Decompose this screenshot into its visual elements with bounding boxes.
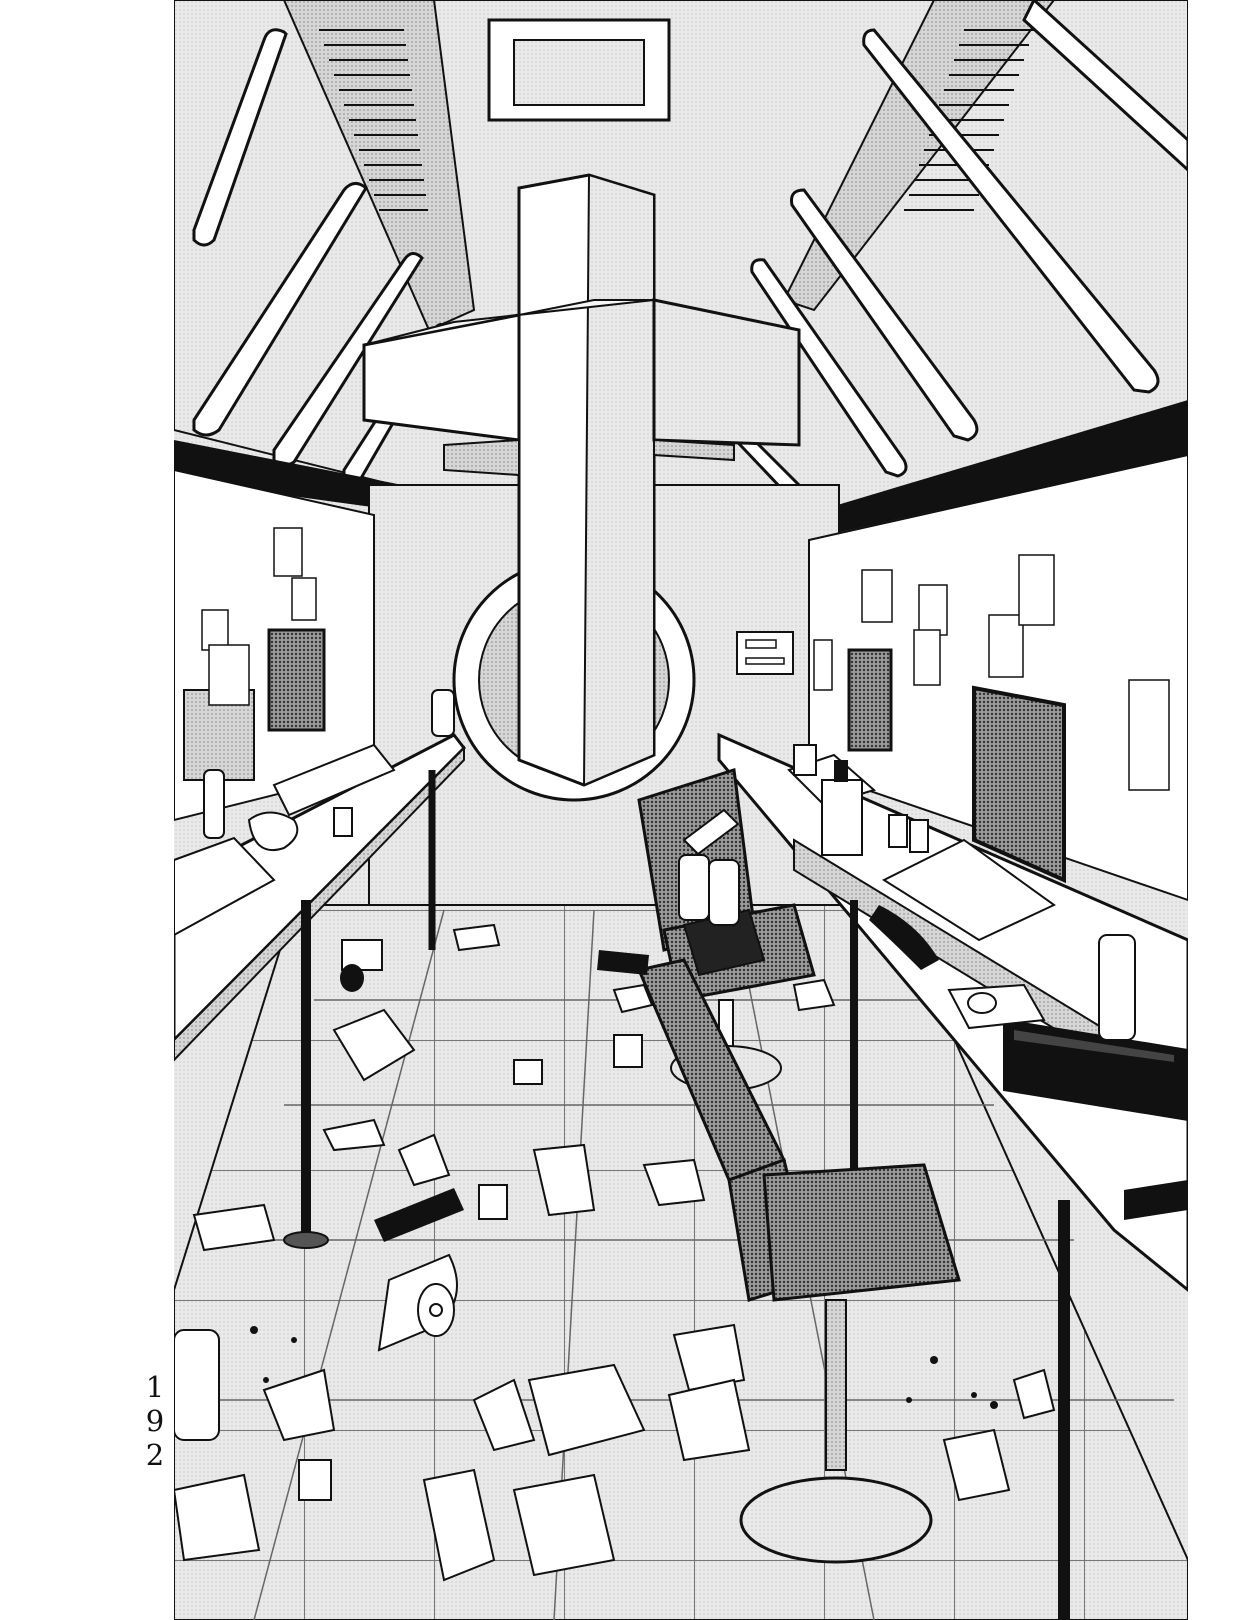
bottle-icon: [821, 779, 863, 856]
keyboard-icon: [272, 743, 396, 817]
wall-panel: [736, 631, 794, 675]
bottle-icon: [203, 769, 225, 839]
bottle-icon: [374, 1188, 464, 1242]
note-icon: [813, 554, 1055, 691]
cross-icon: [362, 173, 801, 787]
monitor-icon: [847, 648, 893, 752]
cup-icon: [333, 807, 353, 837]
ceiling: [174, 0, 1188, 540]
keyboard-icon: [881, 838, 1056, 942]
manga-panel-illustration: [174, 0, 1188, 1620]
monitor-icon: [267, 628, 326, 732]
floor-debris: [174, 923, 1056, 1582]
right-console: [717, 453, 1188, 1620]
page-number: 192: [145, 1370, 165, 1472]
chair-icon: [636, 768, 961, 1564]
manga-panel: [174, 0, 1188, 1620]
left-console: [174, 468, 466, 1249]
cup-icon: [613, 1034, 643, 1068]
note-icon: [201, 527, 317, 706]
paper-roll-icon: [377, 1253, 458, 1352]
